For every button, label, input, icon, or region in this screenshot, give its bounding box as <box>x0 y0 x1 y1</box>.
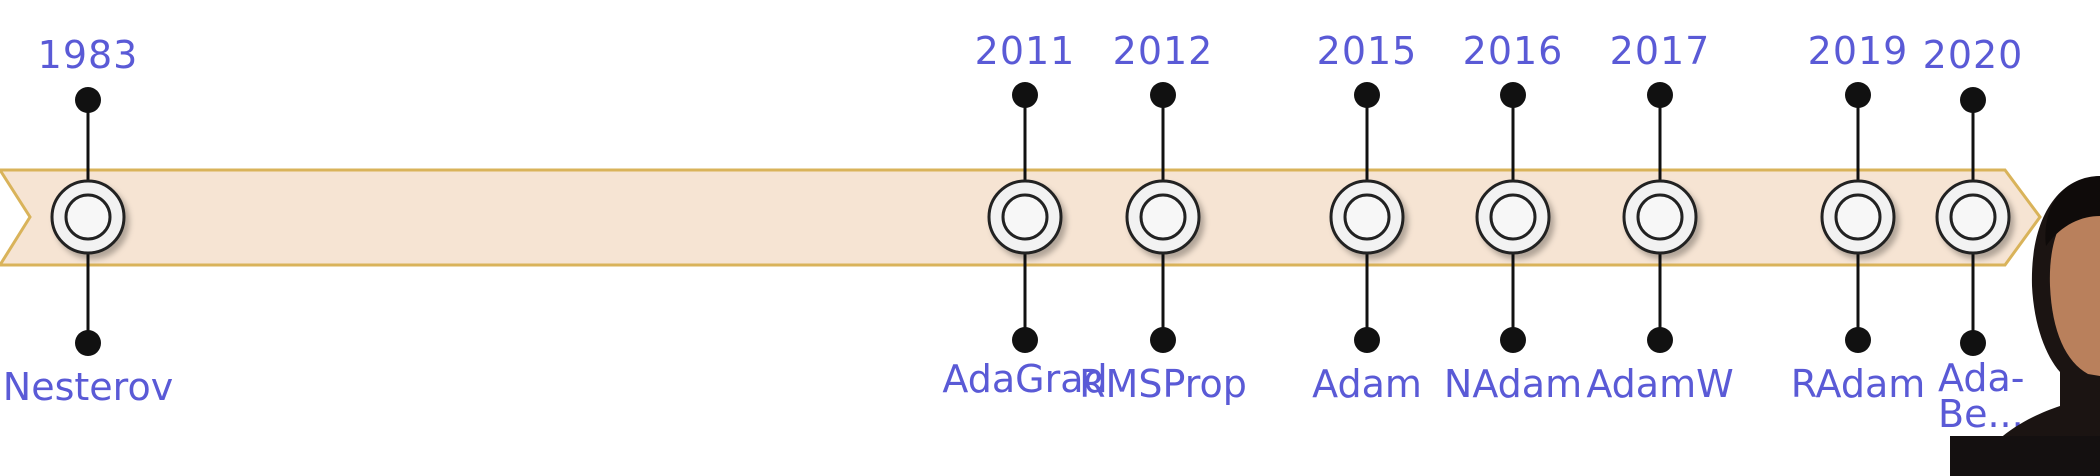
timeline-event-4 <box>1475 82 1551 353</box>
bottom-pin-dot <box>1500 327 1526 353</box>
milestone-marker-inner <box>1343 193 1391 241</box>
event-label: Nesterov <box>2 365 174 409</box>
event-label: RMSProp <box>1079 362 1247 406</box>
event-year: 2012 <box>1112 29 1214 73</box>
bottom-pin-dot <box>1845 327 1871 353</box>
top-pin-dot <box>1150 82 1176 108</box>
top-pin-dot <box>1500 82 1526 108</box>
bottom-pin-dot <box>1960 330 1986 356</box>
bottom-pin-dot <box>75 330 101 356</box>
event-label: AdaGrad <box>942 357 1108 401</box>
timeline-event-6 <box>1820 82 1896 353</box>
timeline-event-7 <box>1935 87 2011 356</box>
milestone-marker-inner <box>1001 193 1049 241</box>
bottom-pin-dot <box>1354 327 1380 353</box>
event-year: 2017 <box>1609 29 1711 73</box>
event-label: AdamW <box>1586 362 1734 406</box>
timeline-event-5 <box>1622 82 1698 353</box>
top-pin-dot <box>1845 82 1871 108</box>
bottom-pin-dot <box>1647 327 1673 353</box>
event-year: 1983 <box>37 33 139 77</box>
milestone-marker-inner <box>64 193 112 241</box>
top-pin-dot <box>1354 82 1380 108</box>
top-pin-dot <box>1960 87 1986 113</box>
event-year: 2015 <box>1316 29 1418 73</box>
event-year: 2016 <box>1462 29 1564 73</box>
top-pin-dot <box>75 87 101 113</box>
timeline-event-0 <box>50 87 126 356</box>
milestone-marker-inner <box>1489 193 1537 241</box>
event-year: 2019 <box>1807 29 1909 73</box>
presenter-video-overlay <box>1950 136 2100 476</box>
event-year: 2020 <box>1922 33 2024 77</box>
event-label: NAdam <box>1443 362 1583 406</box>
event-year: 2011 <box>974 29 1076 73</box>
bottom-pin-dot <box>1150 327 1176 353</box>
milestone-marker-inner <box>1949 193 1997 241</box>
timeline-event-1 <box>987 82 1063 353</box>
event-label: Adam <box>1312 362 1422 406</box>
milestone-marker-inner <box>1636 193 1684 241</box>
milestone-marker-inner <box>1139 193 1187 241</box>
milestone-marker-inner <box>1834 193 1882 241</box>
top-pin-dot <box>1647 82 1673 108</box>
timeline-event-2 <box>1125 82 1201 353</box>
event-label: RAdam <box>1790 362 1926 406</box>
timeline-event-3 <box>1329 82 1405 353</box>
bottom-pin-dot <box>1012 327 1038 353</box>
top-pin-dot <box>1012 82 1038 108</box>
